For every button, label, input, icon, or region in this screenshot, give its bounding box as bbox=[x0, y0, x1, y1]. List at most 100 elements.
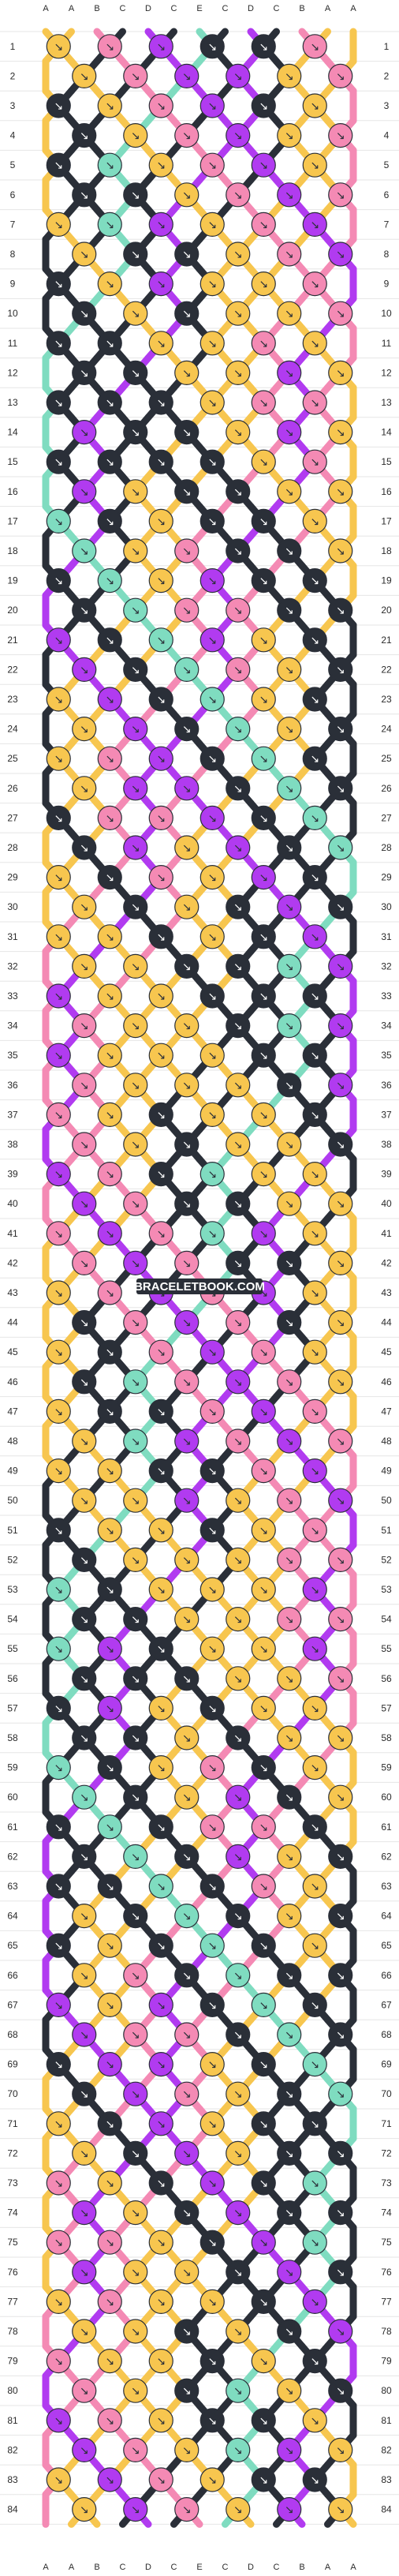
knot-circle bbox=[226, 1191, 251, 1216]
knot-arrow-icon: ↘ bbox=[131, 1257, 140, 1270]
knot: ↘ bbox=[46, 687, 71, 712]
knot-circle bbox=[72, 2378, 97, 2403]
knot-circle bbox=[200, 2467, 225, 2492]
knot-circle bbox=[277, 2140, 302, 2166]
knot: ↘ bbox=[97, 2111, 122, 2136]
knot-arrow-icon: ↘ bbox=[156, 2177, 166, 2190]
knot-arrow-icon: ↘ bbox=[310, 1346, 319, 1359]
knot-circle bbox=[200, 746, 225, 771]
knot-circle bbox=[277, 894, 302, 919]
knot-arrow-icon: ↘ bbox=[105, 159, 114, 172]
knot: ↘ bbox=[328, 63, 353, 89]
knot-circle bbox=[226, 1013, 251, 1039]
knot-arrow-icon: ↘ bbox=[285, 783, 294, 796]
knot: ↘ bbox=[72, 1309, 97, 1335]
knot: ↘ bbox=[174, 835, 200, 860]
knot-arrow-icon: ↘ bbox=[336, 1020, 345, 1033]
knot-arrow-icon: ↘ bbox=[131, 2504, 140, 2517]
knot-circle bbox=[72, 894, 97, 919]
knot: ↘ bbox=[277, 1013, 302, 1039]
knot: ↘ bbox=[251, 1339, 276, 1365]
knot: ↘ bbox=[200, 1043, 225, 1068]
knot-circle bbox=[226, 360, 251, 385]
knot: ↘ bbox=[302, 1161, 327, 1187]
knot-circle bbox=[200, 93, 225, 118]
knot: ↘ bbox=[251, 2289, 276, 2314]
knot-circle bbox=[72, 1488, 97, 1513]
knot: ↘ bbox=[97, 1814, 122, 1840]
knot-arrow-icon: ↘ bbox=[285, 2029, 294, 2042]
row-number-right: 25 bbox=[381, 753, 392, 764]
knot: ↘ bbox=[328, 1488, 353, 1513]
knot-arrow-icon: ↘ bbox=[259, 41, 268, 54]
row-number-right: 75 bbox=[381, 2237, 392, 2248]
knot: ↘ bbox=[328, 835, 353, 860]
knot-circle bbox=[302, 1280, 327, 1305]
knot-circle bbox=[200, 805, 225, 831]
knot-circle bbox=[46, 1814, 71, 1840]
knot-circle bbox=[46, 983, 71, 1009]
knot: ↘ bbox=[123, 2081, 148, 2106]
knot-circle bbox=[200, 2111, 225, 2136]
knot-circle bbox=[97, 746, 122, 771]
knot-arrow-icon: ↘ bbox=[259, 1822, 268, 1834]
row-number-right: 43 bbox=[381, 1287, 392, 1298]
knot: ↘ bbox=[277, 2140, 302, 2166]
knot-circle bbox=[72, 301, 97, 326]
knot-circle bbox=[174, 1250, 200, 1276]
knot-circle bbox=[200, 34, 225, 59]
knot-arrow-icon: ↘ bbox=[105, 1525, 114, 1537]
knot: ↘ bbox=[174, 2378, 200, 2403]
row-number-left: 26 bbox=[7, 783, 18, 794]
knot-circle bbox=[97, 2111, 122, 2136]
knot-arrow-icon: ↘ bbox=[336, 1792, 345, 1804]
knot: ↘ bbox=[328, 242, 353, 267]
knot-circle bbox=[226, 2319, 251, 2344]
knot-arrow-icon: ↘ bbox=[310, 1940, 319, 1953]
knot: ↘ bbox=[251, 1221, 276, 1246]
knot-arrow-icon: ↘ bbox=[80, 2504, 89, 2517]
knot-arrow-icon: ↘ bbox=[80, 1495, 89, 1507]
knot-circle bbox=[328, 1073, 353, 1098]
knot: ↘ bbox=[226, 1013, 251, 1039]
knot-circle bbox=[174, 1784, 200, 1810]
knot-arrow-icon: ↘ bbox=[285, 308, 294, 320]
knot: ↘ bbox=[302, 331, 327, 356]
knot: ↘ bbox=[200, 2408, 225, 2433]
knot-arrow-icon: ↘ bbox=[207, 1999, 217, 2012]
knot: ↘ bbox=[200, 1755, 225, 1780]
knot-arrow-icon: ↘ bbox=[131, 70, 140, 83]
knot-circle bbox=[226, 1488, 251, 1513]
row-number-left: 32 bbox=[7, 960, 18, 972]
knot-circle bbox=[200, 1755, 225, 1780]
knot-circle bbox=[277, 2022, 302, 2047]
knot-arrow-icon: ↘ bbox=[182, 308, 192, 320]
knot-arrow-icon: ↘ bbox=[156, 219, 166, 231]
knot-arrow-icon: ↘ bbox=[105, 1466, 114, 1478]
knot: ↘ bbox=[174, 538, 200, 564]
knot: ↘ bbox=[97, 1221, 122, 1246]
knot: ↘ bbox=[200, 1458, 225, 1484]
knot-arrow-icon: ↘ bbox=[259, 397, 268, 410]
knot: ↘ bbox=[251, 331, 276, 356]
knot-arrow-icon: ↘ bbox=[80, 960, 89, 973]
row-number-left: 37 bbox=[7, 1109, 18, 1120]
knot-arrow-icon: ↘ bbox=[156, 338, 166, 350]
knot-circle bbox=[302, 627, 327, 653]
knot-circle bbox=[226, 538, 251, 564]
knot: ↘ bbox=[302, 449, 327, 474]
knot-arrow-icon: ↘ bbox=[259, 1584, 268, 1597]
knot-circle bbox=[328, 1725, 353, 1750]
knot-arrow-icon: ↘ bbox=[207, 159, 217, 172]
knot: ↘ bbox=[277, 1369, 302, 1395]
knot: ↘ bbox=[200, 2349, 225, 2374]
knot: ↘ bbox=[46, 390, 71, 415]
knot-arrow-icon: ↘ bbox=[131, 1317, 140, 1330]
knot-arrow-icon: ↘ bbox=[131, 2147, 140, 2160]
knot: ↘ bbox=[97, 93, 122, 118]
knot: ↘ bbox=[226, 1191, 251, 1216]
knot: ↘ bbox=[72, 1725, 97, 1750]
row-number-left: 11 bbox=[8, 338, 18, 349]
knot: ↘ bbox=[97, 2289, 122, 2314]
knot: ↘ bbox=[251, 627, 276, 653]
